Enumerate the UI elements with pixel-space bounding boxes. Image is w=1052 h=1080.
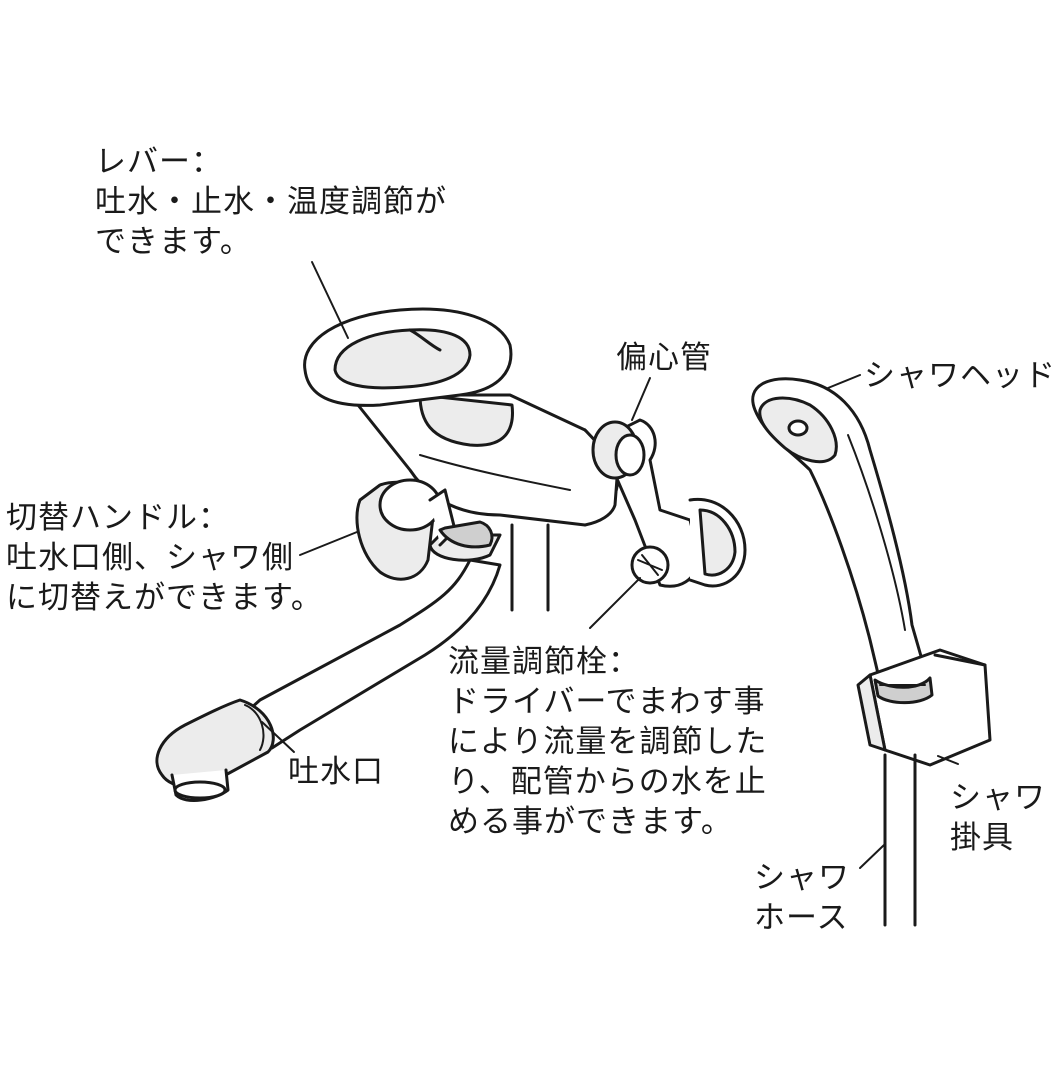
flow-valve-label: 流量調節栓： ドライバーでまわす事 により流量を調節した り、配管からの水を止 …	[448, 642, 767, 842]
flow-valve-label-line-2: ドライバーでまわす事	[448, 684, 766, 720]
spout-pipe	[238, 533, 502, 750]
shower-holder-label-line-1: シャワ	[950, 780, 1046, 816]
switch-handle	[355, 478, 494, 581]
spout-text: 吐水口	[288, 754, 384, 790]
eccentric-pipe-text: 偏心管	[616, 340, 712, 376]
switch-handle-label-line-2: 吐水口側、シャワ側	[6, 540, 294, 576]
wall-pipes	[510, 523, 550, 612]
lever-label-line-1: レバー：	[95, 144, 223, 180]
lever-label-line-2: 吐水・止水・温度調節が	[95, 184, 447, 220]
lever	[303, 307, 513, 407]
shower-head-label: シャワヘッド	[864, 356, 1052, 396]
shower-hose	[883, 753, 917, 927]
shower-holder-label-line-2: 掛具	[950, 820, 1014, 856]
flow-valve-label-line-5: める事ができます。	[448, 804, 733, 840]
spout-tip	[155, 698, 275, 802]
shower-hose-label-line-1: シャワ	[754, 860, 850, 896]
lever-label: レバー： 吐水・止水・温度調節が できます。	[95, 142, 447, 262]
shower-hose-label: シャワ ホース	[754, 858, 850, 938]
shower-hose-label-line-2: ホース	[754, 900, 849, 936]
flow-valve-label-line-1: 流量調節栓：	[448, 644, 640, 680]
flow-valve-label-line-4: り、配管からの水を止	[448, 764, 767, 800]
eccentric-pipe-label: 偏心管	[616, 338, 712, 378]
lever-label-line-3: できます。	[95, 224, 252, 260]
flow-valve-label-line-3: により流量を調節した	[448, 724, 768, 760]
switch-handle-label-line-3: に切替えができます。	[6, 580, 323, 616]
switch-handle-label-line-1: 切替ハンドル：	[6, 500, 230, 536]
shower-holder-label: シャワ 掛具	[950, 778, 1046, 858]
switch-handle-label: 切替ハンドル： 吐水口側、シャワ側 に切替えができます。	[6, 498, 323, 618]
shower-head	[751, 377, 927, 688]
eccentric-pipe	[591, 418, 747, 588]
leader-lines	[261, 261, 959, 869]
shower-holder	[856, 648, 992, 767]
spout-label: 吐水口	[288, 752, 384, 792]
shower-head-text: シャワヘッド	[864, 358, 1052, 394]
